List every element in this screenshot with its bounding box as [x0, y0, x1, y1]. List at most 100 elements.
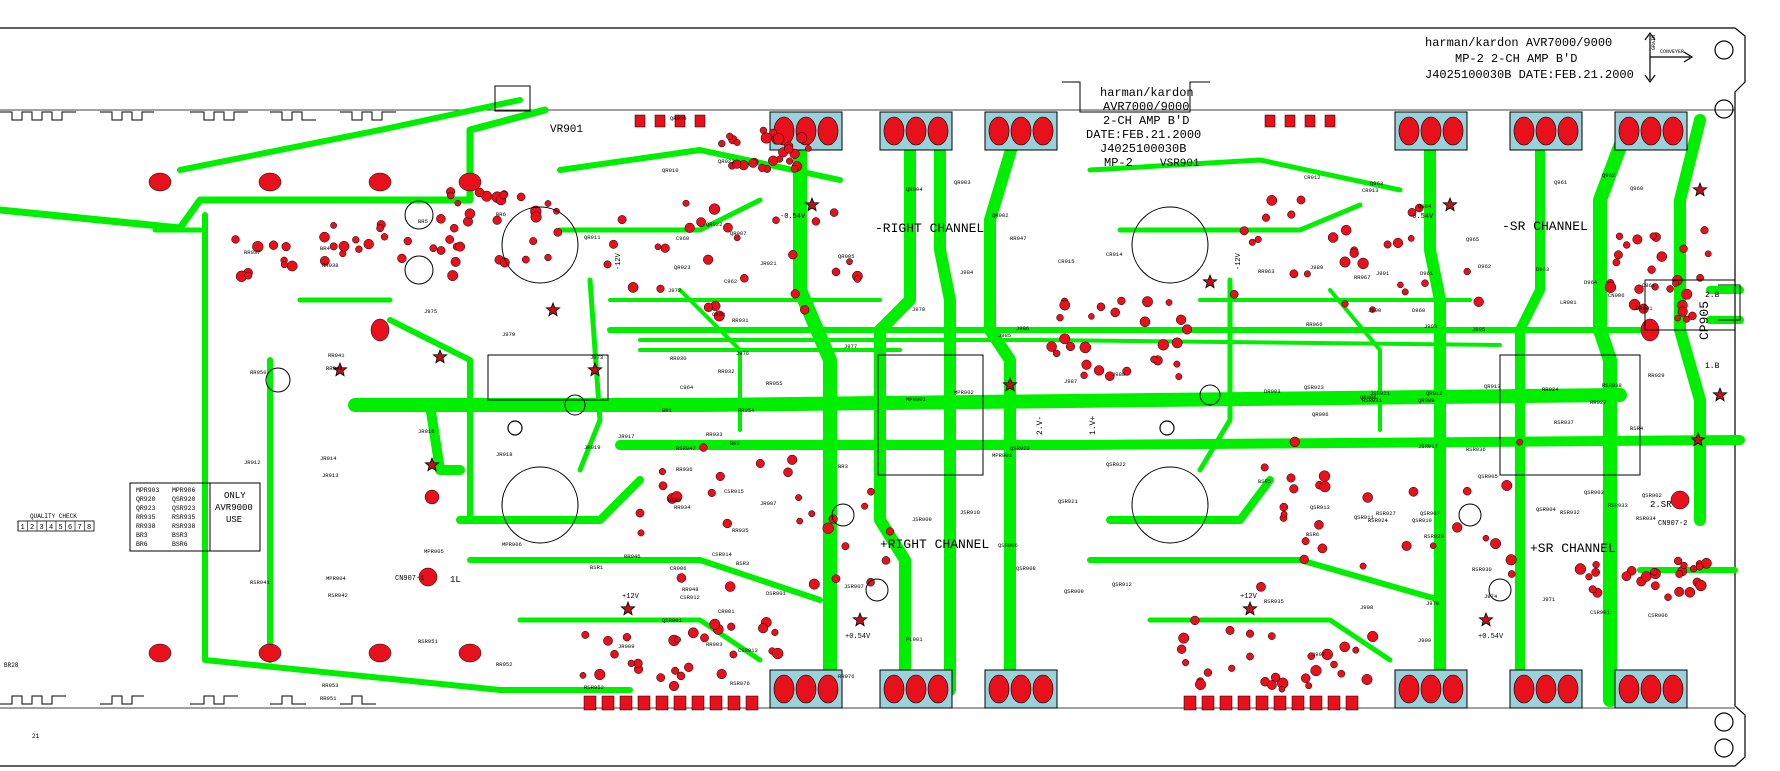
refdes-label: QR922	[706, 221, 723, 228]
refdes-label: J973	[590, 354, 603, 361]
transistor-block-bottom-3	[984, 669, 1058, 709]
refdes-label: RR966	[1306, 321, 1323, 328]
refdes-label: QSR905	[1478, 473, 1498, 480]
refdes-label: BR6	[496, 211, 506, 218]
refdes-label: JSR917	[1418, 443, 1438, 450]
refdes-label: CR901	[718, 608, 735, 615]
refdes-label: QSR912	[1112, 581, 1132, 588]
label-right-plus: +RIGHT CHANNEL	[880, 537, 989, 552]
refdes-label: J986	[1016, 325, 1029, 332]
refdes-label: CR906	[670, 565, 687, 572]
refdes-label: RR963	[1258, 268, 1275, 275]
center-line-2: AVR7000/9000	[1103, 100, 1189, 114]
refdes-label: RR938	[322, 262, 339, 269]
refdes-label: BR4	[320, 245, 331, 252]
refdes-label: QSR921	[1058, 498, 1079, 505]
only-table-cell: BSR3	[172, 532, 188, 539]
refdes-label: J995	[1472, 326, 1485, 333]
transistor-block-top-1	[769, 111, 843, 151]
center-line-5: J4025100030B	[1100, 142, 1186, 156]
refdes-label: J978	[912, 306, 925, 313]
refdes-label: CSR913	[738, 647, 758, 654]
refdes-label: Q963	[1370, 180, 1383, 187]
only-table-cell: RSR938	[172, 523, 196, 530]
refdes-label: Q960	[1630, 185, 1643, 192]
only-note-3: USE	[226, 515, 242, 525]
refdes-label: RSR937	[1554, 419, 1574, 426]
transistor-block-bottom-5	[1509, 669, 1583, 709]
refdes-label: BSR6	[1306, 531, 1319, 538]
refdes-label: RR936	[676, 466, 693, 473]
refdes-label: QR909	[1418, 397, 1435, 404]
refdes-label: J993	[1424, 323, 1437, 330]
refdes-label: DR903	[1264, 388, 1281, 395]
refdes-label: QSR911	[1354, 514, 1375, 521]
refdes-label: RR934	[674, 504, 691, 511]
refdes-label: Q961	[1554, 179, 1568, 186]
refdes-label: QR904	[906, 186, 923, 193]
refdes-label: RR955	[766, 380, 783, 387]
pad-cluster-7	[1604, 226, 1712, 323]
refdes-label: RR953	[322, 682, 339, 689]
label-2b: 2.B	[1705, 291, 1720, 300]
transistor-block-top-4	[1394, 111, 1468, 151]
test-point-star	[852, 611, 868, 627]
refdes-label: C963	[712, 311, 725, 318]
only-table-cell: QSR920	[172, 496, 196, 503]
refdes-label: QR907	[730, 230, 747, 237]
center-line-7: VSR901	[1160, 158, 1200, 170]
refdes-label: QR911	[584, 234, 601, 241]
refdes-label: D963	[1536, 266, 1549, 273]
refdes-label: MPR906	[502, 541, 522, 548]
quality-check-cell: 7	[78, 524, 82, 532]
refdes-label: Q962	[1602, 172, 1615, 179]
refdes-label: Q965	[1466, 236, 1479, 243]
refdes-label: RSR932	[1560, 509, 1580, 516]
refdes-label: JSR909	[912, 516, 932, 523]
refdes-label: J985	[998, 332, 1011, 339]
refdes-label: BSR4	[1630, 425, 1644, 432]
refdes-label: QR902	[992, 212, 1009, 219]
pad-cluster-1	[231, 220, 461, 282]
refdes-label: CR915	[1058, 258, 1075, 265]
refdes-label: QSR908	[1016, 565, 1036, 572]
label-1l: 1L	[450, 575, 461, 585]
refdes-label: JR917	[618, 433, 635, 440]
test-point-star	[1478, 611, 1494, 627]
label-1b: 1.B	[1705, 362, 1720, 371]
component-outlines	[265, 85, 1741, 602]
only-table-cell: QR923	[136, 505, 156, 512]
refdes-label: RR930	[670, 355, 687, 362]
refdes-label: JR921	[760, 260, 777, 267]
refdes-label: BSR2	[668, 497, 681, 504]
refdes-label: D961	[1420, 270, 1434, 277]
refdes-label: JR918	[496, 451, 513, 458]
refdes-label: RSR938	[1602, 382, 1622, 389]
test-point-star	[424, 456, 440, 472]
quality-check-cell: 4	[49, 524, 53, 532]
voltage-1v-plus: 1.V+	[1089, 416, 1098, 435]
conveyer-label: CONVEYER	[1660, 49, 1684, 55]
refdes-label: RSR976	[730, 680, 750, 687]
refdes-label: QR903	[954, 179, 971, 186]
refdes-label: CSR912	[680, 594, 700, 601]
refdes-label: LR901	[1560, 299, 1577, 306]
refdes-label: JR914	[320, 455, 337, 462]
refdes-label: J976	[736, 350, 749, 357]
refdes-label: BR1	[662, 407, 673, 414]
refdes-label: BSR5	[1258, 478, 1271, 485]
refdes-label: RSR947	[676, 445, 696, 452]
voltage-p054b: +0.54V	[1478, 633, 1504, 641]
pad-cluster-5	[1229, 195, 1484, 313]
refdes-label: BR2	[730, 440, 740, 447]
only-table-cell: BSR6	[172, 541, 188, 548]
quality-check-title: QUALITY CHECK	[30, 513, 77, 520]
refdes-label: J972	[668, 287, 681, 294]
pad-row-bottom	[583, 695, 1359, 711]
refdes-label: RR927	[1590, 399, 1607, 406]
quality-check-cell: 6	[68, 524, 72, 532]
test-point-star	[1202, 273, 1218, 289]
refdes-label: MPR901	[906, 396, 927, 403]
refdes-label: QSR910	[1412, 517, 1432, 524]
pad-cluster-4	[635, 443, 895, 592]
